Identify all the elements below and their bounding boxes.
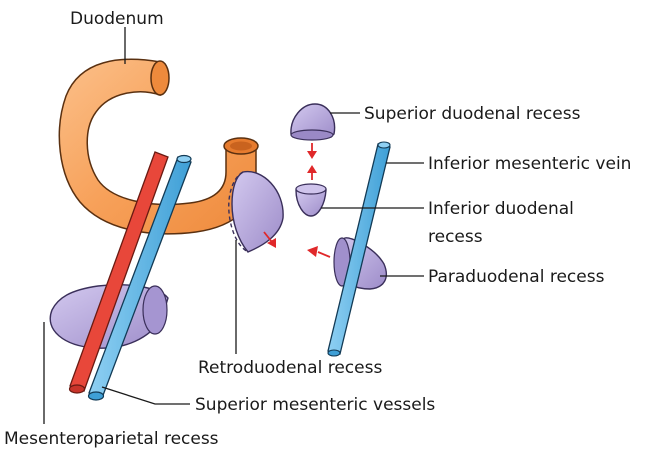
label-inferior-mesenteric-vein: Inferior mesenteric vein [428,154,631,174]
label-inferior-duodenal-recess-line2: recess [428,227,483,247]
label-retroduodenal-recess: Retroduodenal recess [198,358,382,378]
superior-duodenal-recess-shape [291,104,335,140]
label-superior-duodenal-recess: Superior duodenal recess [364,104,581,124]
arrow-superior-down [307,143,317,159]
label-paraduodenal-recess: Paraduodenal recess [428,267,605,287]
label-superior-mesenteric-vessels: Superior mesenteric vessels [195,395,435,415]
arrow-paraduodenal [307,246,330,257]
label-duodenum: Duodenum [70,9,164,29]
label-inferior-duodenal-recess-line1: Inferior duodenal [428,199,574,219]
leader-superior-mesenteric-vessels [102,387,190,404]
arrow-inferior-up [307,165,317,180]
label-mesenteroparietal-recess: Mesenteroparietal recess [4,429,219,449]
inferior-duodenal-recess-shape [296,184,326,216]
